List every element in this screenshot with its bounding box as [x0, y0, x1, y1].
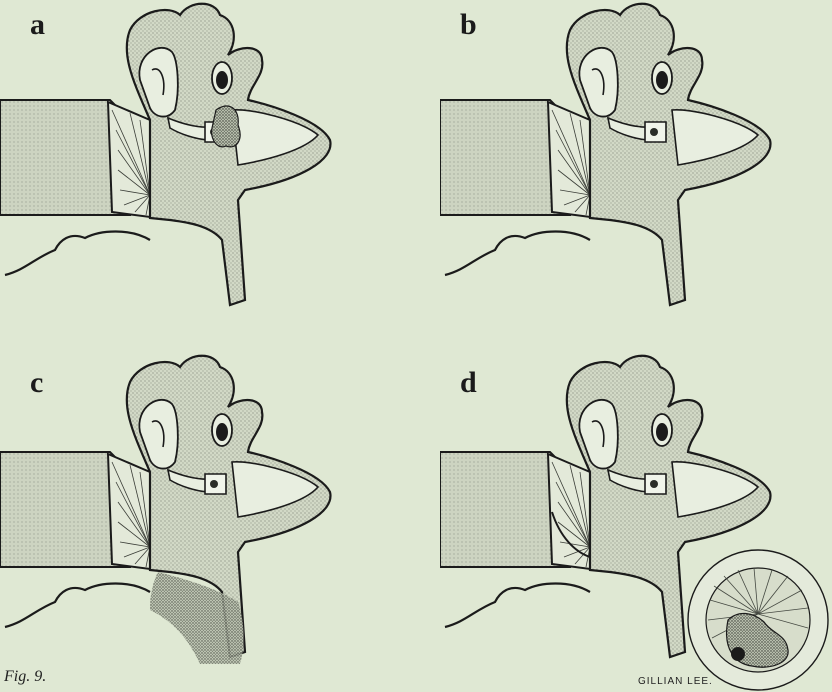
ear-diagram-d	[440, 352, 832, 692]
ear-diagram-c	[0, 352, 380, 672]
ear-diagram-b	[440, 0, 820, 320]
ear-diagram-a	[0, 0, 380, 320]
figure-caption: Fig. 9.	[4, 668, 46, 686]
debris-mass	[212, 106, 240, 147]
artist-signature: GILLIAN LEE.	[638, 676, 713, 687]
inset-circle	[688, 550, 828, 690]
